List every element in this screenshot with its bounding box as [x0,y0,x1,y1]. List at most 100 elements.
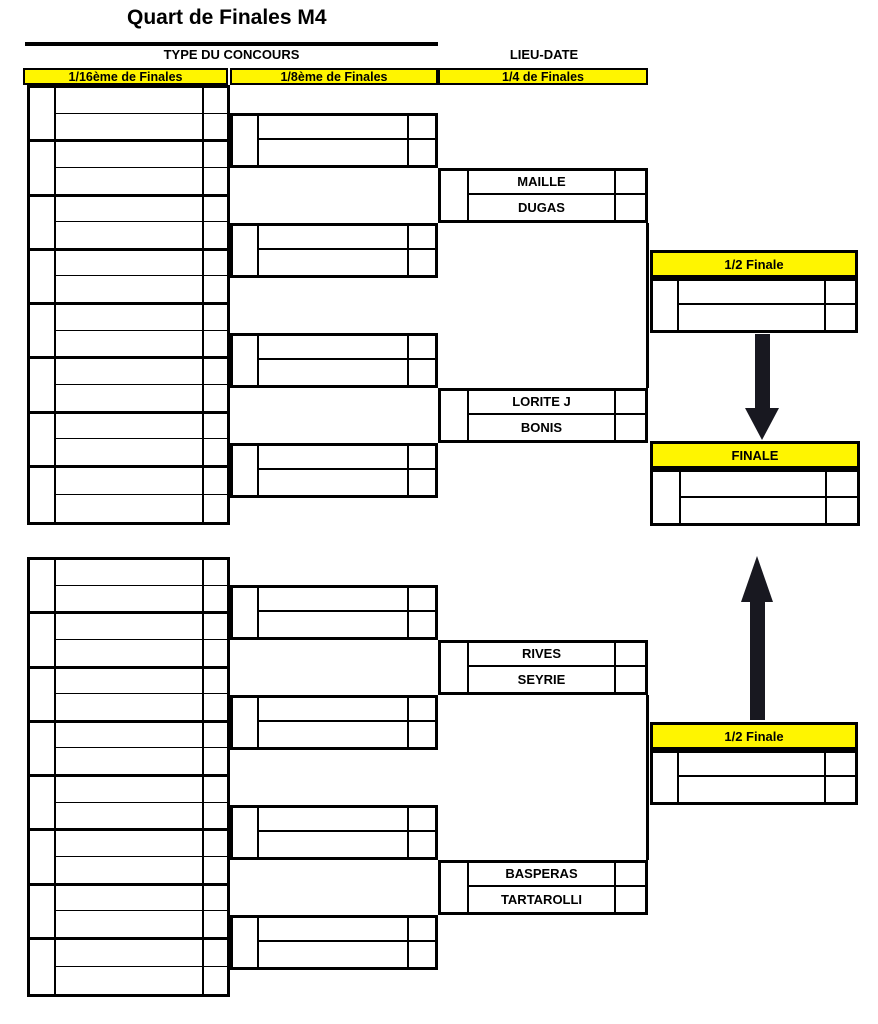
player-slot [56,468,202,495]
score-cell [407,942,435,967]
match-bracket-cell [30,413,56,465]
score-cell [202,330,227,357]
match-1-16 [30,939,227,994]
eighth-final-match-box [230,332,438,388]
score-cell [825,497,857,523]
player-slot [681,498,825,524]
score-cell [407,335,435,360]
bracket-table-1-16-lower [27,557,230,997]
score-cell [407,587,435,612]
match-bracket-cell [233,587,259,637]
match-1-16 [30,885,227,940]
score-cell [202,305,227,331]
match-bracket-cell [441,170,469,220]
player-slot [259,832,407,857]
player-slot [259,116,407,140]
eighth-final-match-box [230,442,438,498]
player-slot [56,359,202,385]
score-cell [824,777,855,802]
score-cell [824,305,855,330]
score-cell [202,222,227,248]
match-1-16 [30,196,227,251]
player-slot: MAILLE [469,171,614,195]
player-slot [56,857,202,883]
eighth-final-match-box [230,222,438,278]
player-slot [56,777,202,803]
eighth-final-match-box [230,112,438,168]
bracket-table-1-16-upper [27,85,230,525]
player-slot [56,560,202,586]
eighth-final-match-box [230,804,438,860]
player-slot [56,331,202,357]
match-1-16 [30,668,227,723]
score-cell [202,694,227,720]
score-cell [202,494,227,522]
match-bracket-cell [30,939,56,994]
match-1-16 [30,831,227,886]
player-slot [259,612,407,637]
player-slot [56,114,202,140]
match-1-16 [30,722,227,777]
quarter-final-match-box: RIVES SEYRIE [438,639,648,695]
score-cell [202,359,227,385]
score-cell [407,250,435,275]
match-bracket-cell [30,142,56,194]
player-slot [56,748,202,774]
quarter-final-match-box: BASPERAS TARTAROLLI [438,859,648,915]
match-bracket-cell [30,885,56,937]
player-slot [56,940,202,967]
match-bracket-cell [30,722,56,774]
score-cell [202,639,227,666]
player-slot [56,831,202,857]
score-cell [202,560,227,586]
player-slot [56,142,202,168]
type-du-concours-label: TYPE DU CONCOURS [163,47,300,62]
player-slot [56,694,202,720]
score-cell [202,276,227,302]
match-bracket-cell [233,225,259,275]
player-slot [56,803,202,829]
eighth-final-match-box [230,914,438,970]
score-cell [202,614,227,640]
player-slot: BASPERAS [469,863,614,887]
player-slot [259,140,407,165]
player-slot [259,808,407,832]
player-slot [681,472,825,498]
arrow-up-head-icon [741,556,773,602]
score-cell [202,384,227,411]
score-cell [614,862,645,887]
round-header-1-16: 1/16ème de Finales [23,68,228,85]
match-1-16 [30,250,227,305]
score-cell [407,917,435,942]
player-slot: DUGAS [518,199,565,215]
player-slot: SEYRIE [517,671,566,687]
match-bracket-cell [233,445,259,495]
round-header-1-4: 1/4 de Finales [438,68,648,85]
player-slot [679,281,824,305]
match-bracket-cell [653,472,681,523]
match-bracket-cell [233,917,259,967]
round-header-1-8: 1/8ème de Finales [230,68,438,85]
score-cell [407,140,435,165]
score-cell [825,472,857,498]
score-cell [614,170,645,195]
lieu-date-label: LIEU-DATE [509,47,579,62]
score-cell [202,142,227,168]
match-bracket-cell [653,752,679,802]
score-cell [614,415,645,440]
score-cell [824,280,855,305]
score-cell [202,831,227,857]
player-slot [56,886,202,912]
match-bracket-cell [30,777,56,829]
score-cell [202,668,227,695]
player-slot [56,439,202,465]
match-bracket-cell [233,335,259,385]
header-rule [25,42,438,46]
match-bracket-cell [233,697,259,747]
score-cell [614,887,645,912]
player-slot [679,753,824,777]
score-cell [407,807,435,832]
player-slot [56,911,202,937]
final-header: FINALE [650,441,860,469]
